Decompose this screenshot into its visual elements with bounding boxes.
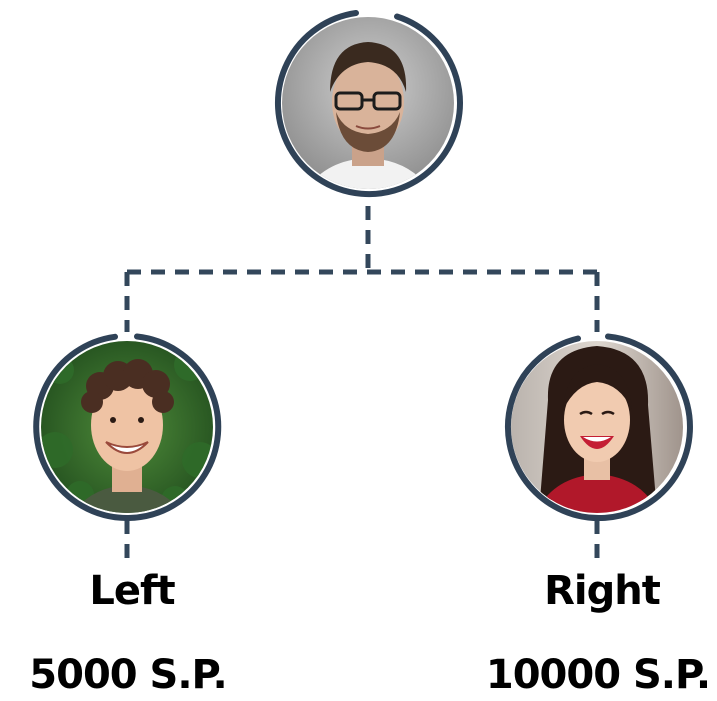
- right-avatar-ring: [505, 333, 693, 522]
- left-member-node: [33, 333, 222, 521]
- right-points-label: 10000 S.P.: [485, 652, 711, 698]
- top-avatar-ring: [275, 10, 463, 197]
- left-avatar-ring: [33, 333, 222, 521]
- left-points-label: 5000 S.P.: [29, 652, 227, 698]
- right-avatar: [511, 341, 683, 513]
- top-avatar: [282, 17, 454, 189]
- top-member-node: [275, 10, 463, 197]
- right-position-label: Right: [544, 568, 661, 614]
- connector-lines: [124, 206, 600, 558]
- left-position-label: Left: [89, 568, 175, 614]
- right-member-node: [505, 333, 693, 522]
